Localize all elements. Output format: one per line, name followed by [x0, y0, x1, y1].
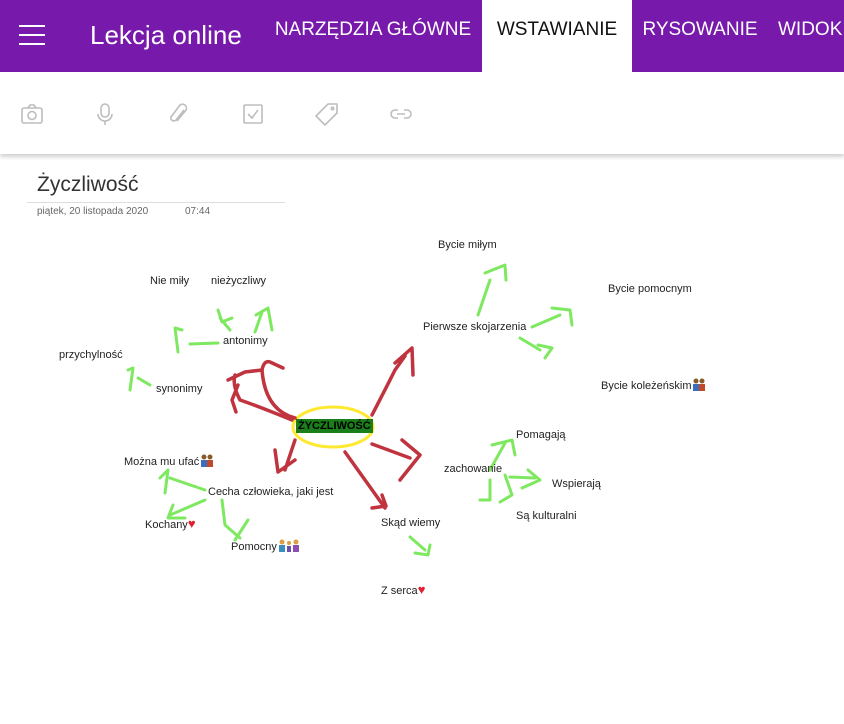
green-arrow-przychylnosc-antonimy	[173, 326, 220, 354]
tag-icon[interactable]	[314, 101, 340, 127]
node-synonimy: synonimy	[156, 383, 203, 395]
green-arrow-kochany	[166, 498, 207, 520]
green-arrow-nie-mily	[216, 308, 234, 332]
red-arrow-antonimy	[260, 359, 297, 420]
microphone-icon[interactable]	[92, 101, 118, 127]
red-arrows	[226, 346, 422, 510]
notebook-title: Lekcja online	[90, 20, 242, 50]
green-arrow-bycie-milym	[476, 263, 508, 317]
tab-home[interactable]: NARZĘDZIA GŁÓWNE	[274, 19, 472, 40]
node-antonimy: antonimy	[223, 335, 268, 347]
heart-icon: ♥	[417, 582, 426, 597]
title-divider	[27, 202, 285, 203]
tab-view[interactable]: WIDOK	[778, 19, 843, 40]
node-bycie-kolezenskim: Bycie koleżeńskim	[601, 378, 706, 392]
app-header: Lekcja online NARZĘDZIA GŁÓWNE WSTAWIANI…	[0, 0, 844, 72]
camera-icon[interactable]	[19, 101, 45, 127]
node-przychylnosc: przychylność	[59, 349, 123, 361]
node-wspieraja: Wspierają	[552, 478, 601, 490]
node-mozna-mu-ufac: Można mu ufać	[124, 454, 214, 468]
green-arrow-z-serca	[408, 535, 432, 557]
hamburger-icon[interactable]	[19, 25, 45, 45]
green-arrow-mozna-ufac	[158, 468, 207, 495]
node-label: Bycie koleżeńskim	[601, 380, 692, 392]
node-pierwsze-skojarzenia: Pierwsze skojarzenia	[423, 321, 527, 333]
green-arrows	[126, 263, 574, 557]
green-arrow-pomocny	[220, 498, 250, 542]
people-icon	[693, 378, 706, 391]
node-bycie-milym: Bycie miłym	[438, 239, 497, 251]
node-sa-kulturalni: Są kulturalni	[516, 510, 577, 522]
node-nie-mily: Nie miły	[150, 275, 190, 287]
node-kochany: Kochany♥	[145, 516, 196, 531]
node-skad-wiemy: Skąd wiemy	[381, 517, 441, 529]
red-arrow-synonimy	[226, 368, 294, 422]
red-arrow-skad	[343, 450, 388, 510]
tab-insert[interactable]: WSTAWIANIE	[482, 0, 632, 72]
green-arrow-kolezenskim	[518, 336, 554, 360]
center-highlight-circle	[291, 405, 375, 449]
node-label: Można mu ufać	[124, 456, 200, 468]
node-label: Z serca	[381, 585, 418, 597]
node-center: ŻYCZLIWOŚĆ	[296, 419, 373, 433]
node-cecha: Cecha człowieka, jaki jest	[208, 486, 334, 498]
green-arrow-przychylnosc	[126, 366, 152, 392]
paperclip-icon[interactable]	[166, 101, 192, 127]
page-date: piątek, 20 listopada 2020	[37, 206, 149, 217]
green-arrow-kulturalni	[478, 473, 514, 504]
page-title[interactable]: Życzliwość	[37, 173, 139, 196]
people-icon	[201, 454, 214, 467]
node-niezyczliwy: nieżyczliwy	[211, 275, 267, 287]
link-icon[interactable]	[388, 101, 414, 127]
checkbox-icon[interactable]	[240, 101, 266, 127]
node-pomagaja: Pomagają	[516, 429, 566, 441]
node-bycie-pomocnym: Bycie pomocnym	[608, 283, 692, 295]
heart-icon: ♥	[187, 516, 196, 531]
family-icon	[278, 539, 299, 552]
tab-draw[interactable]: RYSOWANIE	[642, 19, 758, 40]
red-arrow-cecha	[273, 438, 297, 474]
node-label: Pomocny	[231, 541, 277, 553]
node-z-serca: Z serca♥	[381, 582, 425, 597]
node-label: Kochany	[145, 519, 188, 531]
page-time: 07:44	[185, 206, 211, 217]
green-arrow-niezyczliwy	[253, 306, 274, 334]
red-arrow-zachowanie	[370, 438, 422, 482]
node-zachowanie: zachowanie	[444, 463, 503, 475]
green-arrow-bycie-pomocnym	[530, 306, 574, 329]
green-arrow-wspieraja	[508, 468, 542, 490]
insert-toolbar	[0, 72, 844, 154]
node-pomocny: Pomocny	[231, 539, 300, 553]
red-arrow-pierwsze	[370, 346, 415, 417]
green-arrow-pomagaja	[488, 438, 517, 472]
